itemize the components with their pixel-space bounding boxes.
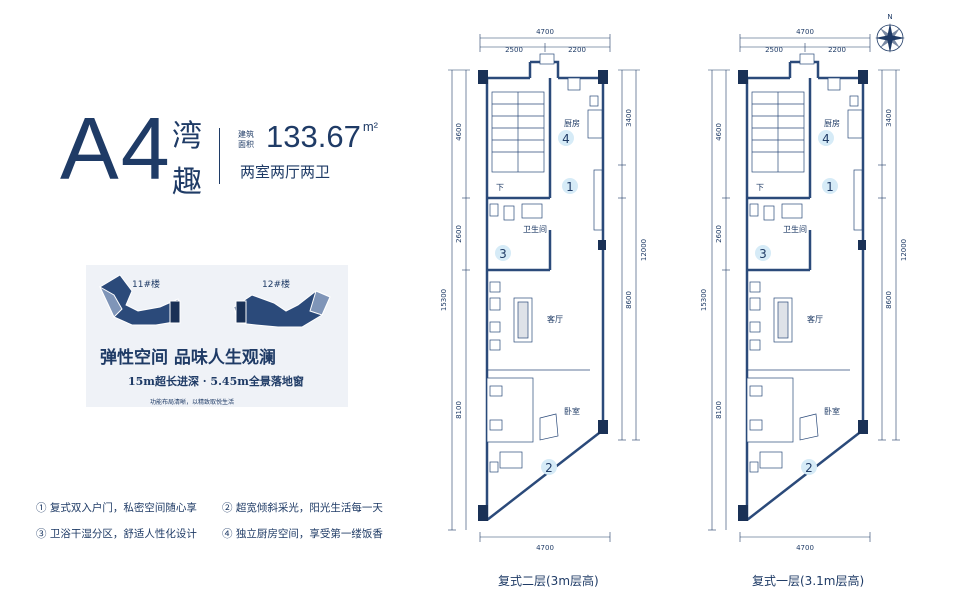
compass-icon: N	[875, 13, 905, 53]
slogan-sub: 15m超长进深 · 5.45m全景落地窗	[128, 375, 304, 388]
dim-left-1: 4600	[455, 123, 463, 141]
stair-icon	[751, 91, 805, 173]
dim-top-total: 4700	[796, 28, 814, 36]
dim-right-1: 3400	[625, 109, 633, 127]
marker-2	[801, 459, 817, 475]
marker-1-label: 1	[826, 180, 834, 194]
room-bath: 卫生间	[523, 224, 547, 234]
header-divider	[219, 128, 220, 184]
marker-2-label: 2	[805, 461, 813, 475]
marker-4-label: 4	[822, 132, 830, 146]
marker-4-label: 4	[562, 132, 570, 146]
dim-left-total: 15300	[440, 289, 448, 311]
dim-top-right: 2200	[568, 46, 586, 54]
building-11-icon	[98, 274, 181, 326]
marker-2-label: 2	[545, 461, 553, 475]
marker-4	[818, 130, 834, 146]
dim-left-1: 4600	[715, 123, 723, 141]
marker-3	[495, 245, 511, 261]
dim-top-total: 4700	[536, 28, 554, 36]
room-living: 客厅	[547, 314, 563, 324]
area-label: 建筑 面积	[238, 130, 264, 150]
slogan-small: 功能布局清晰，以精致取悦生活	[150, 399, 235, 406]
feature-2: ② 超宽倾斜采光，阳光生活每一天	[222, 502, 383, 514]
area-unit: m²	[362, 119, 378, 134]
building-12-icon	[233, 290, 331, 328]
wall-columns	[478, 70, 608, 521]
dimension-lines	[708, 34, 900, 542]
plan-upper-caption: 复式二层(3m层高)	[498, 574, 599, 588]
area-label-line-1: 建筑	[238, 130, 254, 139]
dim-right-3: 8600	[885, 291, 893, 309]
stair-icon	[491, 91, 545, 173]
area-number: 133.67	[266, 119, 361, 154]
feature-1: ① 复式双入户门，私密空间随心享	[36, 502, 197, 514]
stair-down-label: 下	[496, 183, 504, 192]
marker-badges	[755, 130, 838, 475]
room-bath: 卫生间	[783, 224, 807, 234]
plan-lower-caption: 复式一层(3.1m层高)	[752, 574, 865, 588]
room-bedroom: 卧室	[564, 406, 580, 416]
slogan-main: 弹性空间 品味人生观澜	[100, 348, 276, 368]
model-name-char-1: 湾	[172, 119, 202, 154]
model-name-char-2: 趣	[172, 165, 202, 200]
floor-12-label: 12#楼	[262, 280, 290, 290]
dim-top-right: 2200	[828, 46, 846, 54]
layout-text: 两室两厅两卫	[240, 163, 331, 181]
dim-right-1: 3400	[885, 109, 893, 127]
marker-4	[558, 130, 574, 146]
dim-top-left: 2500	[505, 46, 523, 54]
model-code: A4	[60, 99, 172, 198]
floor-plan-lower: 4700 2500 2200 4700 15300 4600 2600 8100…	[700, 28, 908, 552]
dim-right-3: 8600	[625, 291, 633, 309]
room-living: 客厅	[807, 314, 823, 324]
walls	[485, 60, 605, 521]
feature-4: ④ 独立厨房空间，享受第一缕饭香	[222, 528, 383, 540]
marker-3-label: 3	[499, 247, 507, 261]
stair-down-label: 下	[756, 183, 764, 192]
marker-3-label: 3	[759, 247, 767, 261]
dimension-lines	[448, 34, 640, 542]
marker-1	[822, 178, 838, 194]
floor-plan-upper: 4700 2500 2200 4700 15300 4600 2600 8100…	[440, 28, 648, 552]
marker-2	[541, 459, 557, 475]
model-name: 湾 趣	[172, 114, 206, 206]
marker-badges	[495, 130, 578, 475]
marker-1	[562, 178, 578, 194]
dim-bottom: 4700	[536, 544, 554, 552]
furniture	[746, 53, 863, 473]
walls	[745, 60, 865, 521]
room-bedroom: 卧室	[824, 406, 840, 416]
dim-left-2: 2600	[455, 225, 463, 243]
marker-1-label: 1	[566, 180, 574, 194]
floor-11-label: 11#楼	[132, 280, 160, 290]
dim-right-2: 12000	[900, 239, 908, 261]
dim-right-2: 12000	[640, 239, 648, 261]
compass-north-label: N	[887, 13, 892, 21]
dim-left-3: 8100	[455, 401, 463, 419]
marker-3	[755, 245, 771, 261]
feature-3: ③ 卫浴干湿分区，舒适人性化设计	[36, 528, 197, 540]
building-shapes	[98, 274, 331, 328]
room-kitchen: 厨房	[824, 118, 840, 128]
wall-columns	[738, 70, 868, 521]
dim-top-left: 2500	[765, 46, 783, 54]
dim-left-total: 15300	[700, 289, 708, 311]
dim-left-2: 2600	[715, 225, 723, 243]
dim-bottom: 4700	[796, 544, 814, 552]
area-label-line-2: 面积	[238, 140, 254, 149]
furniture	[486, 53, 603, 473]
dim-left-3: 8100	[715, 401, 723, 419]
room-kitchen: 厨房	[564, 118, 580, 128]
